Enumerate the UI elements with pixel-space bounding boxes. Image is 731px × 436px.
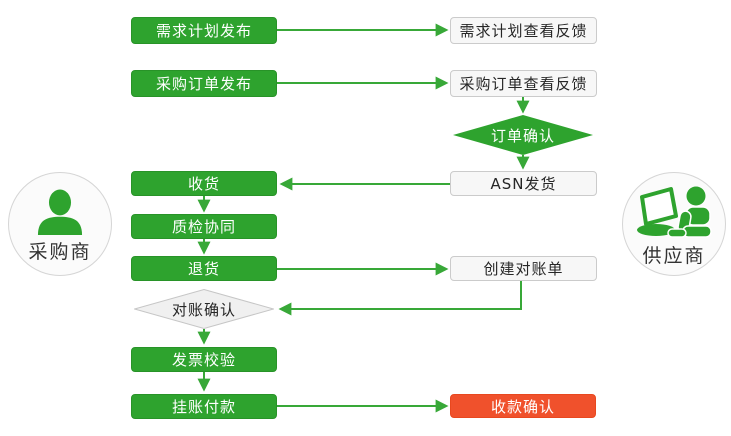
node-receipt-confirm: 收款确认 <box>450 394 596 418</box>
node-receive-goods: 收货 <box>131 171 277 196</box>
node-label: 订单确认 <box>490 126 555 145</box>
node-po-publish: 采购订单发布 <box>131 70 277 97</box>
node-label: ASN发货 <box>490 175 557 193</box>
node-label: 挂账付款 <box>171 398 236 416</box>
actor-label: 采购商 <box>28 240 92 263</box>
node-label: 需求计划发布 <box>155 22 252 40</box>
node-asn-ship: ASN发货 <box>450 171 597 196</box>
node-book-payment: 挂账付款 <box>131 394 277 419</box>
node-invoice-check: 发票校验 <box>131 347 277 372</box>
node-label: 采购订单发布 <box>155 75 252 93</box>
node-demand-plan-feedback: 需求计划查看反馈 <box>450 17 597 44</box>
person-icon <box>36 188 84 235</box>
node-order-confirm: 订单确认 <box>453 115 593 155</box>
node-label: 收货 <box>187 175 220 193</box>
node-return-goods: 退货 <box>131 256 277 281</box>
diamond-shape <box>453 115 593 155</box>
node-create-statement: 创建对账单 <box>450 256 597 281</box>
diamond-shape <box>134 289 274 329</box>
node-label: 退货 <box>187 260 220 278</box>
edge-create-statement-to-reconcile <box>278 281 522 316</box>
node-reconcile-confirm: 对账确认 <box>134 289 274 329</box>
node-quality-collab: 质检协同 <box>131 214 277 239</box>
node-label: 创建对账单 <box>483 260 564 278</box>
person-computer-icon <box>635 185 713 239</box>
node-label: 采购订单查看反馈 <box>459 75 588 93</box>
node-po-feedback: 采购订单查看反馈 <box>450 70 597 97</box>
node-label: 发票校验 <box>171 351 236 369</box>
actor-buyer: 采购商 <box>8 172 112 276</box>
actor-supplier: 供应商 <box>622 172 726 276</box>
node-label: 对账确认 <box>171 300 236 319</box>
node-demand-plan-publish: 需求计划发布 <box>131 17 277 44</box>
node-label: 收款确认 <box>490 397 555 416</box>
node-label: 质检协同 <box>171 218 236 236</box>
actor-label: 供应商 <box>642 244 706 267</box>
node-label: 需求计划查看反馈 <box>459 22 588 40</box>
